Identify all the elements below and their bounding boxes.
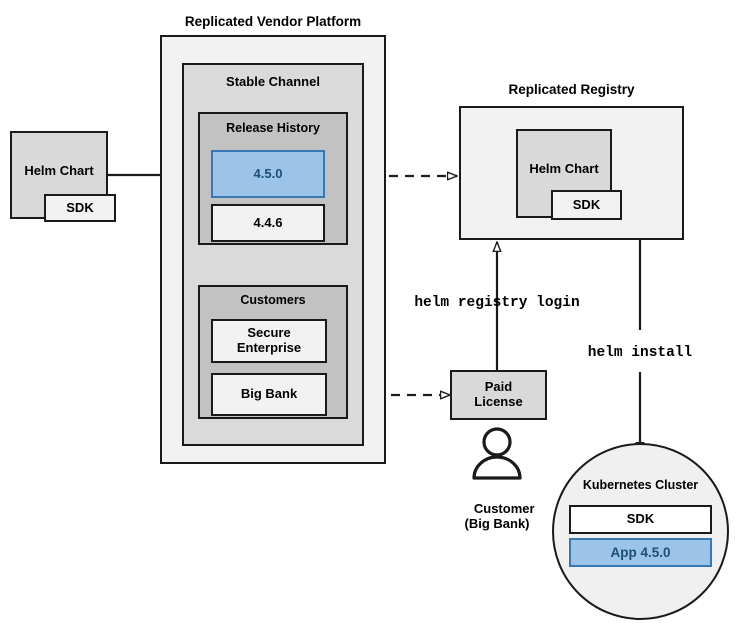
registry-helm-chart-sdk[interactable]: SDK [551,190,622,220]
customers-title: Customers [240,293,306,307]
cluster-component-app[interactable]: App 4.5.0 [569,538,712,567]
page-title-registry: Replicated Registry [508,82,635,97]
source-helm-chart-label: Helm Chart [24,163,94,178]
customer-item-secure-enterprise[interactable]: Secure Enterprise [211,319,327,363]
page-title-platform: Replicated Vendor Platform [184,14,362,29]
cluster-component-sdk[interactable]: SDK [569,505,712,534]
customer-actor-text: Customer (Big Bank) [464,500,535,532]
source-helm-chart-sdk[interactable]: SDK [44,194,116,222]
release-item-450[interactable]: 4.5.0 [211,150,325,198]
kubernetes-cluster-title: Kubernetes Cluster [582,478,699,492]
command-helm-install: helm install [587,345,693,361]
command-helm-registry-login: helm registry login [414,295,580,311]
registry-helm-chart-label: Helm Chart [529,161,599,176]
customer-item-big-bank[interactable]: Big Bank [211,373,327,416]
release-history-title: Release History [226,121,320,135]
release-item-446[interactable]: 4.4.6 [211,204,325,242]
stable-channel-title: Stable Channel [226,74,320,89]
customer-actor-label: Customer (Big Bank) [427,485,567,547]
customer-item-secure-enterprise-label: Secure Enterprise [236,325,302,355]
person-icon [472,427,522,480]
paid-license-box[interactable]: Paid License [450,370,547,420]
paid-license-label: Paid License [474,379,523,409]
